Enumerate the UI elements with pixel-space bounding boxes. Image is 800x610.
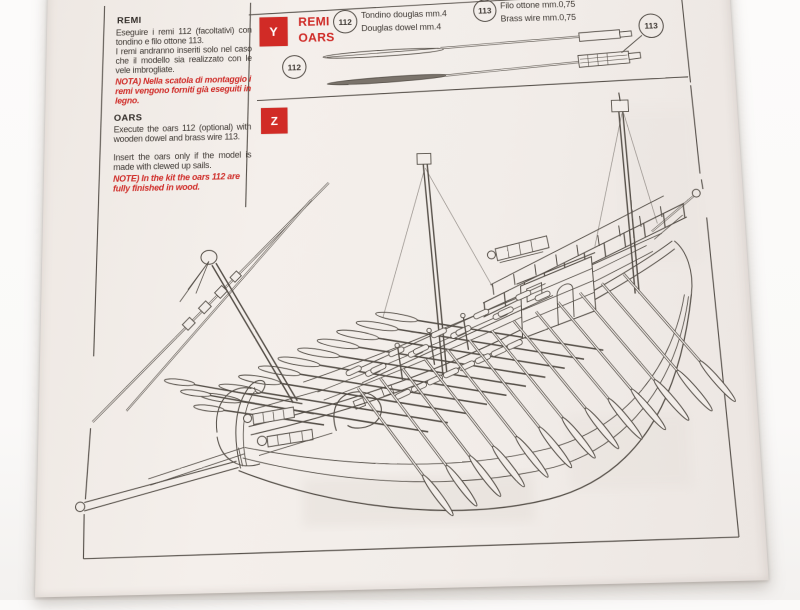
part-112-label-it: Tondino douglas mm.4 — [360, 8, 447, 20]
oars-paragraph-1: Execute the oars 112 (optional) with woo… — [113, 121, 252, 144]
page-showthrough — [302, 106, 705, 528]
section-y-title-en: OARS — [298, 30, 335, 45]
remi-heading: REMI — [116, 15, 142, 27]
part-112-label: Tondino douglas mm.4 Douglas dowel mm.4 — [361, 8, 447, 35]
part-113-label: Filo ottone mm.0,75 Brass wire mm.0,75 — [500, 0, 576, 25]
remi-paragraph-2: I remi andranno inseriti solo nel caso c… — [115, 43, 252, 76]
section-y-title-it: REMI — [298, 15, 330, 29]
section-y-title: REMI OARS — [298, 14, 335, 46]
section-y-badge: Y — [259, 16, 288, 47]
part-112-label-en: Douglas dowel mm.4 — [361, 21, 442, 33]
note-note-en: NOTE) In the kit the oars 112 are fully … — [112, 171, 240, 194]
oars-heading: OARS — [113, 112, 143, 124]
oar-diagram — [323, 29, 645, 87]
nota-note-it: NOTA) Nella scatola di montaggio i remi … — [115, 74, 252, 106]
instruction-sheet: REMI Eseguire i remi 112 (facoltativi) c… — [34, 0, 769, 598]
oars-paragraph-2: Insert the oars only if the model is mad… — [113, 149, 252, 173]
part-113-label-en: Brass wire mm.0,75 — [500, 11, 577, 23]
section-z-badge: Z — [260, 107, 288, 135]
